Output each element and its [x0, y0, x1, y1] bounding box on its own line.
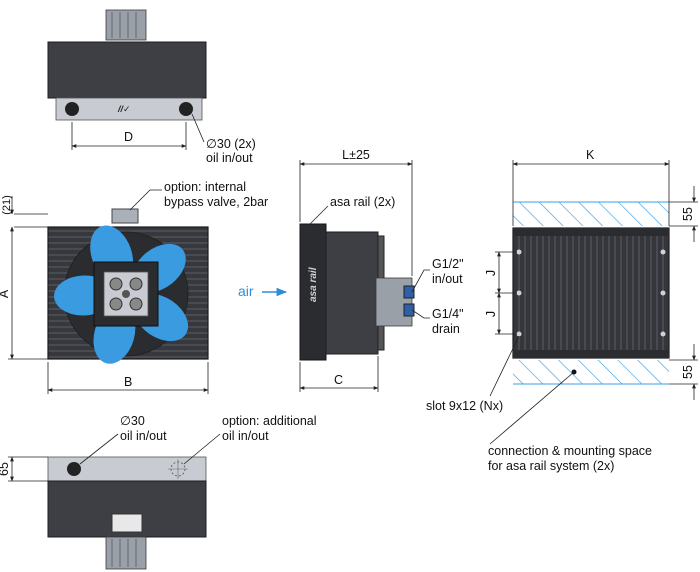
- dim-l-label: L±25: [342, 148, 370, 162]
- oil-top-label-2: oil in/out: [206, 151, 253, 165]
- dim-55-bottom-label: 55: [681, 365, 695, 379]
- oil-bottom-label-2: oil in/out: [120, 429, 167, 443]
- motor-top: [105, 9, 147, 41]
- top-view: //✓: [47, 9, 207, 121]
- rear-view-core: [512, 227, 670, 359]
- hatch-top: [513, 202, 669, 226]
- port-bottom-left: [67, 462, 81, 476]
- g12-port: [403, 285, 415, 299]
- dim-j2-label: J: [484, 311, 498, 317]
- dim-k-label: K: [586, 148, 595, 162]
- g12-label-1: G1/2": [432, 257, 464, 271]
- additional-label-1: option: additional: [222, 414, 317, 428]
- hatch-bottom: [513, 360, 669, 384]
- top-view-body: [47, 41, 207, 99]
- rear-view: [512, 201, 670, 385]
- top-view-manifold: [55, 97, 203, 121]
- dim-j1-label: J: [484, 270, 498, 276]
- svg-text://✓: //✓: [117, 104, 131, 114]
- g14-port: [403, 303, 415, 317]
- g12-label-2: in/out: [432, 272, 463, 286]
- dim-c-label: C: [334, 373, 343, 387]
- g14-label-2: drain: [432, 322, 460, 336]
- nameplate: [111, 513, 143, 533]
- dim-65-label: 65: [0, 462, 11, 476]
- port-left: [65, 102, 79, 116]
- rail-text: asa rail: [308, 267, 319, 302]
- bypass-label-2: bypass valve, 2bar: [164, 195, 268, 209]
- side-view-body: [325, 231, 379, 355]
- oil-top-label-1: ∅30 (2x): [206, 137, 256, 151]
- air-label: air: [238, 283, 254, 299]
- slot-label: slot 9x12 (Nx): [426, 399, 503, 413]
- asa-rail-label: asa rail (2x): [330, 195, 395, 209]
- slot-3: [516, 331, 522, 337]
- bypass-valve: [111, 208, 139, 224]
- slot-6: [660, 331, 666, 337]
- front-view: [47, 208, 209, 364]
- bottom-view: [47, 456, 207, 570]
- g14-label-1: G1/4": [432, 307, 464, 321]
- dim-55-top-label: 55: [681, 207, 695, 221]
- slot-4: [660, 249, 666, 255]
- motor-side: [375, 277, 413, 327]
- slot-5: [660, 290, 666, 296]
- side-view: asa rail: [299, 223, 415, 361]
- dim-d-label: D: [124, 130, 133, 144]
- connection-label-1: connection & mounting space: [488, 444, 652, 458]
- connection-label-2: for asa rail system (2x): [488, 459, 614, 473]
- dim-a-label: A: [0, 289, 11, 298]
- additional-label-2: oil in/out: [222, 429, 269, 443]
- bypass-label-1: option: internal: [164, 180, 246, 194]
- oil-bottom-label-1: ∅30: [120, 414, 145, 428]
- motor-bottom: [105, 536, 147, 570]
- slot-1: [516, 249, 522, 255]
- port-right: [179, 102, 193, 116]
- dim-b-label: B: [124, 375, 132, 389]
- dim-21-label: (21): [1, 195, 13, 215]
- slot-2: [516, 290, 522, 296]
